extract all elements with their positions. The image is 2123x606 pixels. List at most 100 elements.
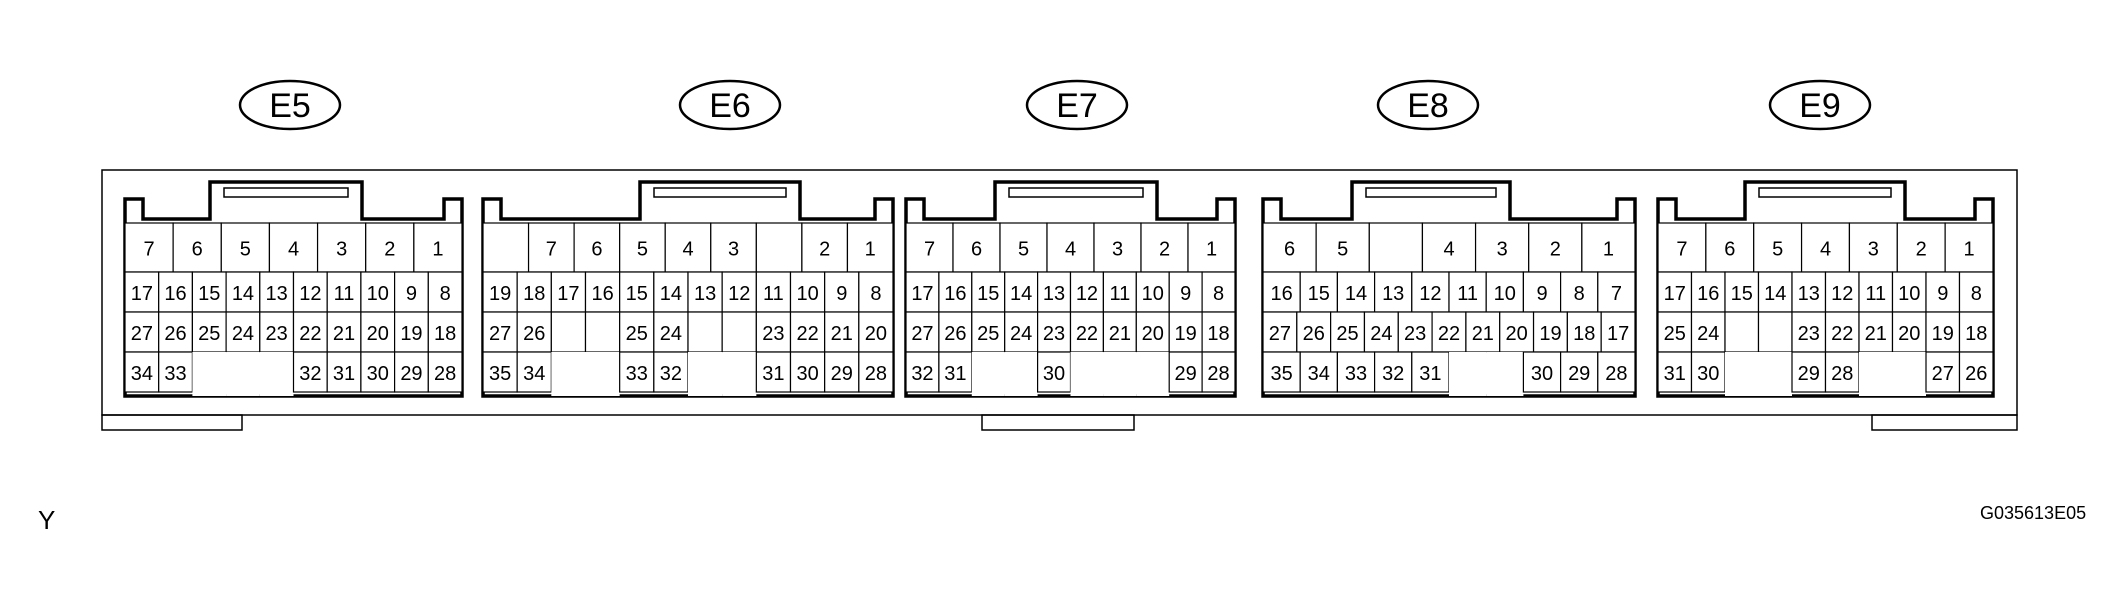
connector-label-oval bbox=[1768, 79, 1872, 131]
terminal-cell bbox=[1135, 271, 1170, 313]
terminal-cell bbox=[172, 222, 222, 273]
cavity-blank bbox=[722, 352, 757, 396]
terminal-number: 27 bbox=[1932, 363, 1954, 385]
terminal-cell bbox=[573, 222, 621, 273]
terminal-cell bbox=[259, 271, 295, 313]
terminal-number: 1 bbox=[1964, 239, 1975, 261]
terminal-cell bbox=[1824, 271, 1860, 313]
terminal-number: 23 bbox=[1404, 323, 1426, 345]
terminal-cell bbox=[1036, 351, 1072, 393]
connector-label-oval bbox=[1376, 79, 1480, 131]
terminal-cell bbox=[427, 271, 463, 313]
terminal-number: 18 bbox=[1207, 323, 1229, 345]
cavity-blank bbox=[971, 352, 1005, 396]
terminal-number: 20 bbox=[1142, 323, 1164, 345]
terminal-number: 26 bbox=[1965, 363, 1987, 385]
terminal-cell bbox=[1958, 311, 1994, 353]
terminal-cell bbox=[360, 351, 396, 393]
terminal-cell bbox=[971, 271, 1006, 313]
terminal-number: 23 bbox=[762, 323, 784, 345]
terminal-number: 22 bbox=[299, 323, 321, 345]
terminal-cell bbox=[1368, 222, 1424, 273]
terminal-number: 24 bbox=[1010, 323, 1032, 345]
cavity-blank bbox=[226, 352, 260, 396]
terminal-number: 8 bbox=[440, 283, 451, 305]
terminal-number: 19 bbox=[1932, 323, 1954, 345]
terminal-cell bbox=[1597, 351, 1636, 393]
terminal-number: 21 bbox=[1109, 323, 1131, 345]
housing-tab bbox=[101, 414, 243, 431]
terminal-cell bbox=[664, 222, 712, 273]
terminal-number: 1 bbox=[1206, 239, 1217, 261]
terminal-number: 31 bbox=[944, 363, 966, 385]
terminal-cell bbox=[482, 222, 530, 273]
terminal-cell bbox=[1958, 351, 1994, 393]
terminal-cell bbox=[653, 351, 689, 393]
terminal-number: 24 bbox=[1697, 323, 1719, 345]
terminal-number: 4 bbox=[1820, 239, 1831, 261]
terminal-cell bbox=[824, 351, 860, 393]
terminal-cell bbox=[1753, 222, 1803, 273]
terminal-number: 13 bbox=[1043, 283, 1065, 305]
terminal-number: 16 bbox=[944, 283, 966, 305]
terminal-cell bbox=[789, 311, 826, 353]
terminal-number: 18 bbox=[434, 323, 456, 345]
connector-label-oval bbox=[678, 79, 782, 131]
terminal-cell bbox=[516, 311, 552, 353]
terminal-number: 6 bbox=[1724, 239, 1735, 261]
terminal-number: 20 bbox=[1506, 323, 1528, 345]
terminal-number: 11 bbox=[1457, 283, 1478, 305]
figure-code: G035613E05 bbox=[1980, 503, 2087, 523]
terminal-number: 27 bbox=[1269, 323, 1291, 345]
terminal-number: 14 bbox=[1764, 283, 1786, 305]
terminal-cell bbox=[905, 311, 940, 353]
terminal-number: 25 bbox=[198, 323, 220, 345]
terminal-cell bbox=[1522, 351, 1562, 393]
cavity-blank bbox=[259, 352, 294, 396]
terminal-number: 33 bbox=[1345, 363, 1367, 385]
terminal-number: 19 bbox=[1175, 323, 1197, 345]
terminal-cell bbox=[1168, 311, 1203, 353]
terminal-number: 9 bbox=[1180, 283, 1191, 305]
terminal-cell bbox=[550, 271, 587, 313]
latch-window bbox=[653, 187, 787, 198]
terminal-cell bbox=[1791, 311, 1827, 353]
terminal-number: 21 bbox=[831, 323, 853, 345]
terminal-number: 7 bbox=[1676, 239, 1687, 261]
terminal-cell bbox=[1299, 271, 1338, 313]
terminal-number: 23 bbox=[1798, 323, 1820, 345]
figure-letter: Y bbox=[38, 505, 56, 535]
cavity-blank bbox=[688, 352, 723, 396]
terminal-cell bbox=[971, 311, 1006, 353]
terminal-number: 22 bbox=[796, 323, 818, 345]
terminal-cell bbox=[516, 271, 552, 313]
terminal-number: 9 bbox=[1937, 283, 1948, 305]
terminal-cell bbox=[394, 351, 429, 393]
terminal-number: 24 bbox=[660, 323, 682, 345]
terminal-number: 31 bbox=[333, 363, 355, 385]
terminal-number: 14 bbox=[232, 283, 254, 305]
connector-label: E9 bbox=[1799, 87, 1841, 125]
terminal-cell bbox=[1330, 311, 1366, 353]
terminal-cell bbox=[755, 351, 792, 393]
terminal-number: 16 bbox=[591, 283, 613, 305]
terminal-cell bbox=[1724, 311, 1760, 353]
terminal-number: 15 bbox=[1731, 283, 1753, 305]
terminal-number: 20 bbox=[865, 323, 887, 345]
cavity-blank bbox=[192, 352, 227, 396]
terminal-cell bbox=[619, 222, 666, 273]
terminal-number: 28 bbox=[1831, 363, 1853, 385]
terminal-number: 28 bbox=[1207, 363, 1229, 385]
terminal-cell bbox=[1093, 222, 1142, 273]
terminal-number: 18 bbox=[1965, 323, 1987, 345]
terminal-number: 22 bbox=[1076, 323, 1098, 345]
terminal-cell bbox=[687, 311, 723, 353]
terminal-number: 10 bbox=[796, 283, 818, 305]
terminal-cell bbox=[1597, 271, 1636, 313]
terminal-cell bbox=[158, 351, 193, 393]
terminal-number: 3 bbox=[1112, 239, 1123, 261]
terminal-cell bbox=[1036, 311, 1072, 353]
terminal-cell bbox=[1858, 311, 1894, 353]
terminal-number: 14 bbox=[1345, 283, 1367, 305]
